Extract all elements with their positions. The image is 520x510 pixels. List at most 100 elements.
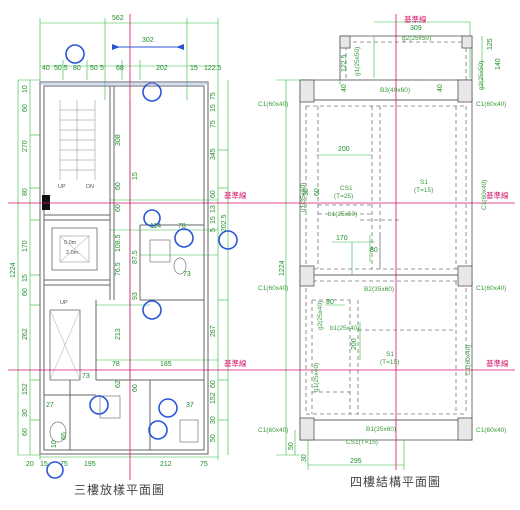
dim-inner-10: 78 xyxy=(112,361,120,368)
dim-left-e: 170 xyxy=(22,240,29,252)
beam-label-b1-lower: b1(25x40) xyxy=(330,325,359,332)
fixtures xyxy=(49,239,199,443)
dim-left-i: 152 xyxy=(22,383,29,395)
dim-right-j: 267 xyxy=(210,325,217,337)
column-label-mr: C1(60x40) xyxy=(476,285,506,292)
beam-label-b1-upper: b1(25x50) xyxy=(328,211,357,218)
dim-top-c: 80 xyxy=(73,65,81,72)
dim-inner-5: 108.5 xyxy=(115,234,122,252)
column-label-bl: C1(60x40) xyxy=(258,427,288,434)
right-dim-3: 40 xyxy=(437,84,444,92)
dim-inner-8: 93 xyxy=(132,292,139,300)
shaft-label-up: UP xyxy=(60,300,68,306)
left-plan-title: 三樓放樣平面圖 xyxy=(74,482,165,497)
slab-label-s1-upper-thickness: (T=15) xyxy=(414,187,433,194)
elevator xyxy=(51,227,98,271)
beam-label-b1-bottom: B1(35x60) xyxy=(366,426,396,433)
dim-inner-21: 75 xyxy=(60,461,68,468)
right-dim-5: 125 xyxy=(487,38,494,50)
dim-top-i: 122.5 xyxy=(204,65,222,72)
column-label-r-upper: C1(60x40) xyxy=(481,180,488,210)
left-ref-label-lower: 基準線 xyxy=(224,358,247,368)
dim-right-h: 5 xyxy=(210,228,217,232)
right-dim-8: 60 xyxy=(314,188,321,196)
right-dim-2: 40 xyxy=(341,84,348,92)
slab-label-cs1: CS1 xyxy=(340,185,353,192)
dim-right-m: 30 xyxy=(210,416,217,424)
beam-label-g2-mid: g2(25x40) xyxy=(317,301,324,330)
slab-label-s1-upper: S1 xyxy=(420,179,428,186)
right-dim-11: 80 xyxy=(326,299,334,306)
dim-inner-3: 114 xyxy=(150,223,161,230)
stair-label-dn: DN xyxy=(86,184,94,190)
stair-label-up: UP xyxy=(58,184,66,190)
right-dim-16: 295 xyxy=(350,458,362,465)
right-dim-1: 122.5 xyxy=(341,54,348,72)
column-label-tr: C1(60x40) xyxy=(476,101,506,108)
dim-inner-14: 73 xyxy=(82,373,90,380)
lower-shaft xyxy=(49,309,81,381)
dim-right-b: 15 xyxy=(210,104,217,112)
beam-label-g1-top: g1(25x50) xyxy=(354,47,361,76)
dim-inner-20: 10 xyxy=(51,440,58,448)
dim-left-h: 262 xyxy=(22,328,29,340)
column-marker xyxy=(42,195,50,210)
left-walls xyxy=(39,81,209,455)
dim-inner-13: 60 xyxy=(132,384,139,392)
dim-right-l: 152 xyxy=(210,392,217,404)
elevator-label-a: 5.0m xyxy=(64,240,77,246)
right-plan: g2(25x50) g1(25x50) B3(40x60) b1(25x50) … xyxy=(258,14,515,489)
right-dim-6: 200 xyxy=(338,146,350,153)
dim-left-b: 60 xyxy=(22,104,29,112)
right-dim-9: 170 xyxy=(336,235,348,242)
window-marker xyxy=(40,44,208,85)
slab-label-cs1-bottom: CS1(T=15) xyxy=(346,439,378,446)
right-dim-15: 30 xyxy=(301,454,308,462)
dim-right-i: 202.5 xyxy=(221,214,228,232)
dim-inner-6: 76.5 xyxy=(115,262,122,276)
dim-top-d: 50 xyxy=(90,65,98,72)
dim-inner-2: 60 xyxy=(115,204,122,212)
dim-left-k: 60 xyxy=(22,428,29,436)
dim-inner-4: 78 xyxy=(178,223,186,230)
right-dim-0: 309 xyxy=(410,25,422,32)
dim-left-a: 10 xyxy=(22,85,29,93)
dim-inner-16: 73 xyxy=(183,271,191,278)
right-ref-label-vertical: 基準線 xyxy=(404,14,427,24)
right-dim-4: 140 xyxy=(495,58,502,70)
dim-top-h: 15 xyxy=(190,65,198,72)
dim-bottom-a: 20 xyxy=(26,461,34,468)
left-ref-label-upper: 基準線 xyxy=(224,190,247,200)
dim-inner-11: 185 xyxy=(160,361,172,368)
dim-right-a: 75 xyxy=(210,92,217,100)
beam-label-g2-top: g2(25x50) xyxy=(402,35,431,42)
slab-label-cs1-thickness: (T=25) xyxy=(334,193,353,200)
dim-bottom-e: 75 xyxy=(200,461,208,468)
dim-inner-17: 27 xyxy=(46,402,54,409)
dim-left-j: 30 xyxy=(22,409,29,417)
beam-label-g1-left: g1(35x60) xyxy=(300,183,307,212)
right-reference-lines xyxy=(262,14,515,470)
dim-right-f: 13 xyxy=(210,205,217,213)
dim-top-g: 202 xyxy=(156,65,168,72)
right-dim-12: 200 xyxy=(351,338,358,350)
elevator-label-b: 2.0m xyxy=(66,250,79,256)
dim-top-a: 40 xyxy=(42,65,50,72)
grid-bubbles xyxy=(46,44,238,479)
dim-right-n: 50 xyxy=(210,434,217,442)
slab-label-s1-lower-thickness: (T=15) xyxy=(380,359,399,366)
slab-label-s1-lower: S1 xyxy=(386,351,394,358)
right-ref-label-lower: 基準線 xyxy=(486,358,509,368)
dim-left-d: 80 xyxy=(22,188,29,196)
dim-top-window: 302 xyxy=(142,37,154,44)
dim-right-c: 75 xyxy=(210,120,217,128)
right-dim-7: 30 xyxy=(303,188,310,196)
dim-bottom-c: 195 xyxy=(84,461,96,468)
right-frame xyxy=(299,35,473,441)
beam-label-b3: B3(40x60) xyxy=(380,87,410,94)
dim-inner-0: 308 xyxy=(115,134,122,146)
dim-top-f: 68 xyxy=(116,65,124,72)
dim-inner-9: 213 xyxy=(115,328,122,340)
dashed-beams xyxy=(305,41,467,415)
dim-inner-12: 62 xyxy=(115,380,122,388)
